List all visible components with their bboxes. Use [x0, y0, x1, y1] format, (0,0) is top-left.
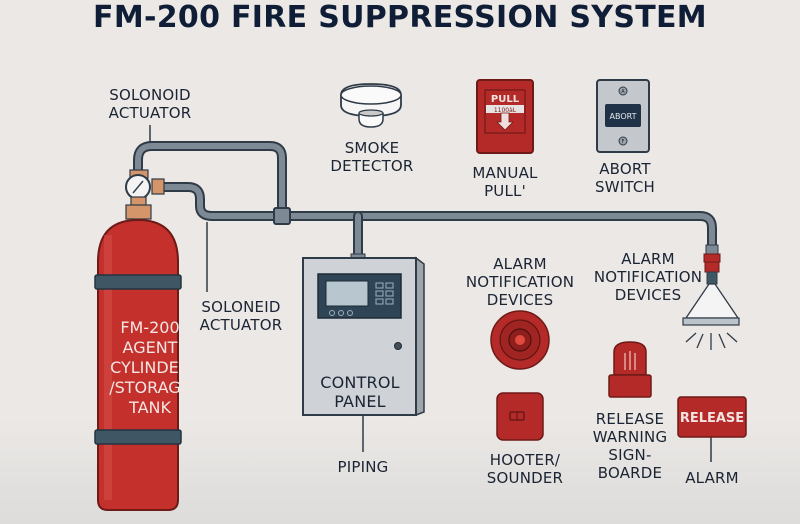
- label-line: FM-200: [120, 318, 180, 337]
- label-smoke-detector: SMOKE DETECTOR: [320, 139, 424, 175]
- label-alarm-devices-left: ALARM NOTIFICATION DEVICES: [460, 255, 580, 309]
- label-solenoid-actuator-side: SOLONEID ACTUATOR: [195, 298, 287, 334]
- release-sign-icon: RELEASE: [677, 396, 747, 438]
- label-line: PIPING: [337, 458, 389, 476]
- hooter-icon: [496, 392, 544, 441]
- label-hooter: HOOTER/ SOUNDER: [475, 451, 575, 487]
- label-line: DETECTOR: [330, 157, 414, 175]
- pipe-tee-fitting: [273, 207, 291, 225]
- label-line: DEVICES: [614, 286, 682, 304]
- label-solenoid-actuator-top: SOLONOID ACTUATOR: [95, 86, 205, 122]
- label-line: SMOKE: [344, 139, 400, 157]
- abort-screw-bottom: F: [622, 139, 625, 145]
- label-line: SWITCH: [594, 178, 655, 196]
- label-line: HOOTER/: [489, 451, 561, 469]
- label-line: PANEL: [334, 392, 386, 411]
- label-line: SOUNDER: [486, 469, 564, 487]
- abort-switch-icon: A ABORT F: [596, 79, 650, 153]
- label-line: RELEASE: [595, 410, 665, 428]
- label-line: TANK: [129, 398, 171, 417]
- label-control-panel: CONTROL PANEL: [310, 373, 410, 411]
- cylinder-band-bottom: [94, 429, 182, 445]
- release-sign-text: RELEASE: [680, 411, 744, 426]
- discharge-nozzle-icon: [682, 244, 740, 350]
- label-line: NOTIFICATION: [593, 268, 703, 286]
- label-line: SOLONOID: [109, 86, 191, 104]
- diagram-title: FM-200 FIRE SUPPRESSION SYSTEM: [93, 0, 707, 35]
- spray-lines: [685, 332, 738, 350]
- beacon-icon: [608, 341, 652, 398]
- label-line: ALARM: [685, 469, 739, 487]
- label-line: AGENT: [122, 338, 178, 357]
- gas-cylinder-icon: [94, 218, 182, 511]
- label-line: PULL': [484, 182, 526, 200]
- label-line: CONTROL: [320, 373, 400, 392]
- pull-station-icon: PULL 1100àL: [476, 79, 534, 154]
- label-line: ALARM: [621, 250, 675, 268]
- label-line: SOLONEID: [201, 298, 281, 316]
- label-line: SIGN-: [608, 446, 652, 464]
- label-piping: PIPING: [320, 458, 406, 476]
- label-manual-pull: MANUAL PULL': [460, 164, 550, 200]
- label-line: DEVICES: [486, 291, 554, 309]
- label-line: WARNING: [592, 428, 668, 446]
- label-abort-switch: ABORT SWITCH: [580, 160, 670, 196]
- label-line: ACTUATOR: [108, 104, 192, 122]
- pull-device-text: PULL: [491, 94, 520, 105]
- smoke-detector-icon: [340, 83, 402, 128]
- label-release-warning: RELEASE WARNING SIGN- BOARDE: [585, 410, 675, 482]
- abort-screw-top: A: [621, 89, 625, 95]
- label-line: CYLINDER: [110, 358, 190, 377]
- label-cylinder: FM-200 AGENT CYLINDER /STORAGE TANK: [95, 318, 205, 418]
- label-line: /STORAGE: [109, 378, 191, 397]
- cylinder-band-top: [94, 274, 182, 290]
- piping-network: [133, 141, 717, 263]
- label-line: BOARDE: [597, 464, 663, 482]
- abort-button-text: ABORT: [610, 112, 637, 121]
- pull-device-subtext: 1100àL: [494, 107, 517, 114]
- bell-icon: [490, 310, 550, 370]
- label-line: ABORT: [599, 160, 651, 178]
- control-panel-icon: [302, 253, 425, 417]
- pressure-gauge-icon: [125, 169, 165, 220]
- label-alarm-devices-right: ALARM NOTIFICATION DEVICES: [590, 250, 706, 304]
- label-line: NOTIFICATION: [465, 273, 575, 291]
- label-release-alarm: ALARM: [670, 469, 754, 487]
- label-line: MANUAL: [472, 164, 538, 182]
- label-line: ACTUATOR: [199, 316, 283, 334]
- label-line: ALARM: [493, 255, 547, 273]
